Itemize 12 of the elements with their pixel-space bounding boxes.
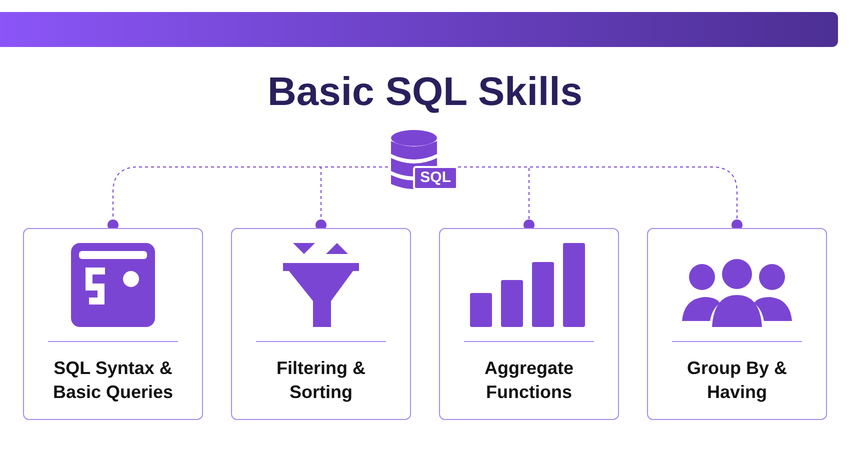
dashed-connector xyxy=(458,166,742,230)
sql-badge: SQL xyxy=(413,166,458,190)
card-label: Group By & Having xyxy=(686,357,788,404)
skill-card xyxy=(647,228,827,420)
skill-card xyxy=(23,228,203,420)
card-label: Aggregate Functions xyxy=(483,357,574,404)
card-label: Filtering & Sorting xyxy=(276,357,366,404)
skill-card xyxy=(439,228,619,420)
title: Basic SQL Skills xyxy=(268,69,582,116)
dashed-connector xyxy=(316,166,388,230)
card-label: SQL Syntax & Basic Queries xyxy=(52,357,174,404)
skill-card xyxy=(231,228,411,420)
